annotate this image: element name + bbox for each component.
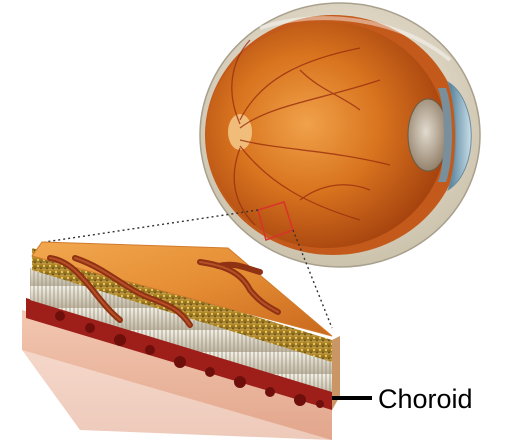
retina-cross-section (22, 242, 340, 440)
lens (408, 99, 448, 171)
choroid-label: Choroid (378, 384, 473, 414)
eyeball (200, 3, 480, 267)
choroid-label-group: Choroid (332, 384, 473, 414)
